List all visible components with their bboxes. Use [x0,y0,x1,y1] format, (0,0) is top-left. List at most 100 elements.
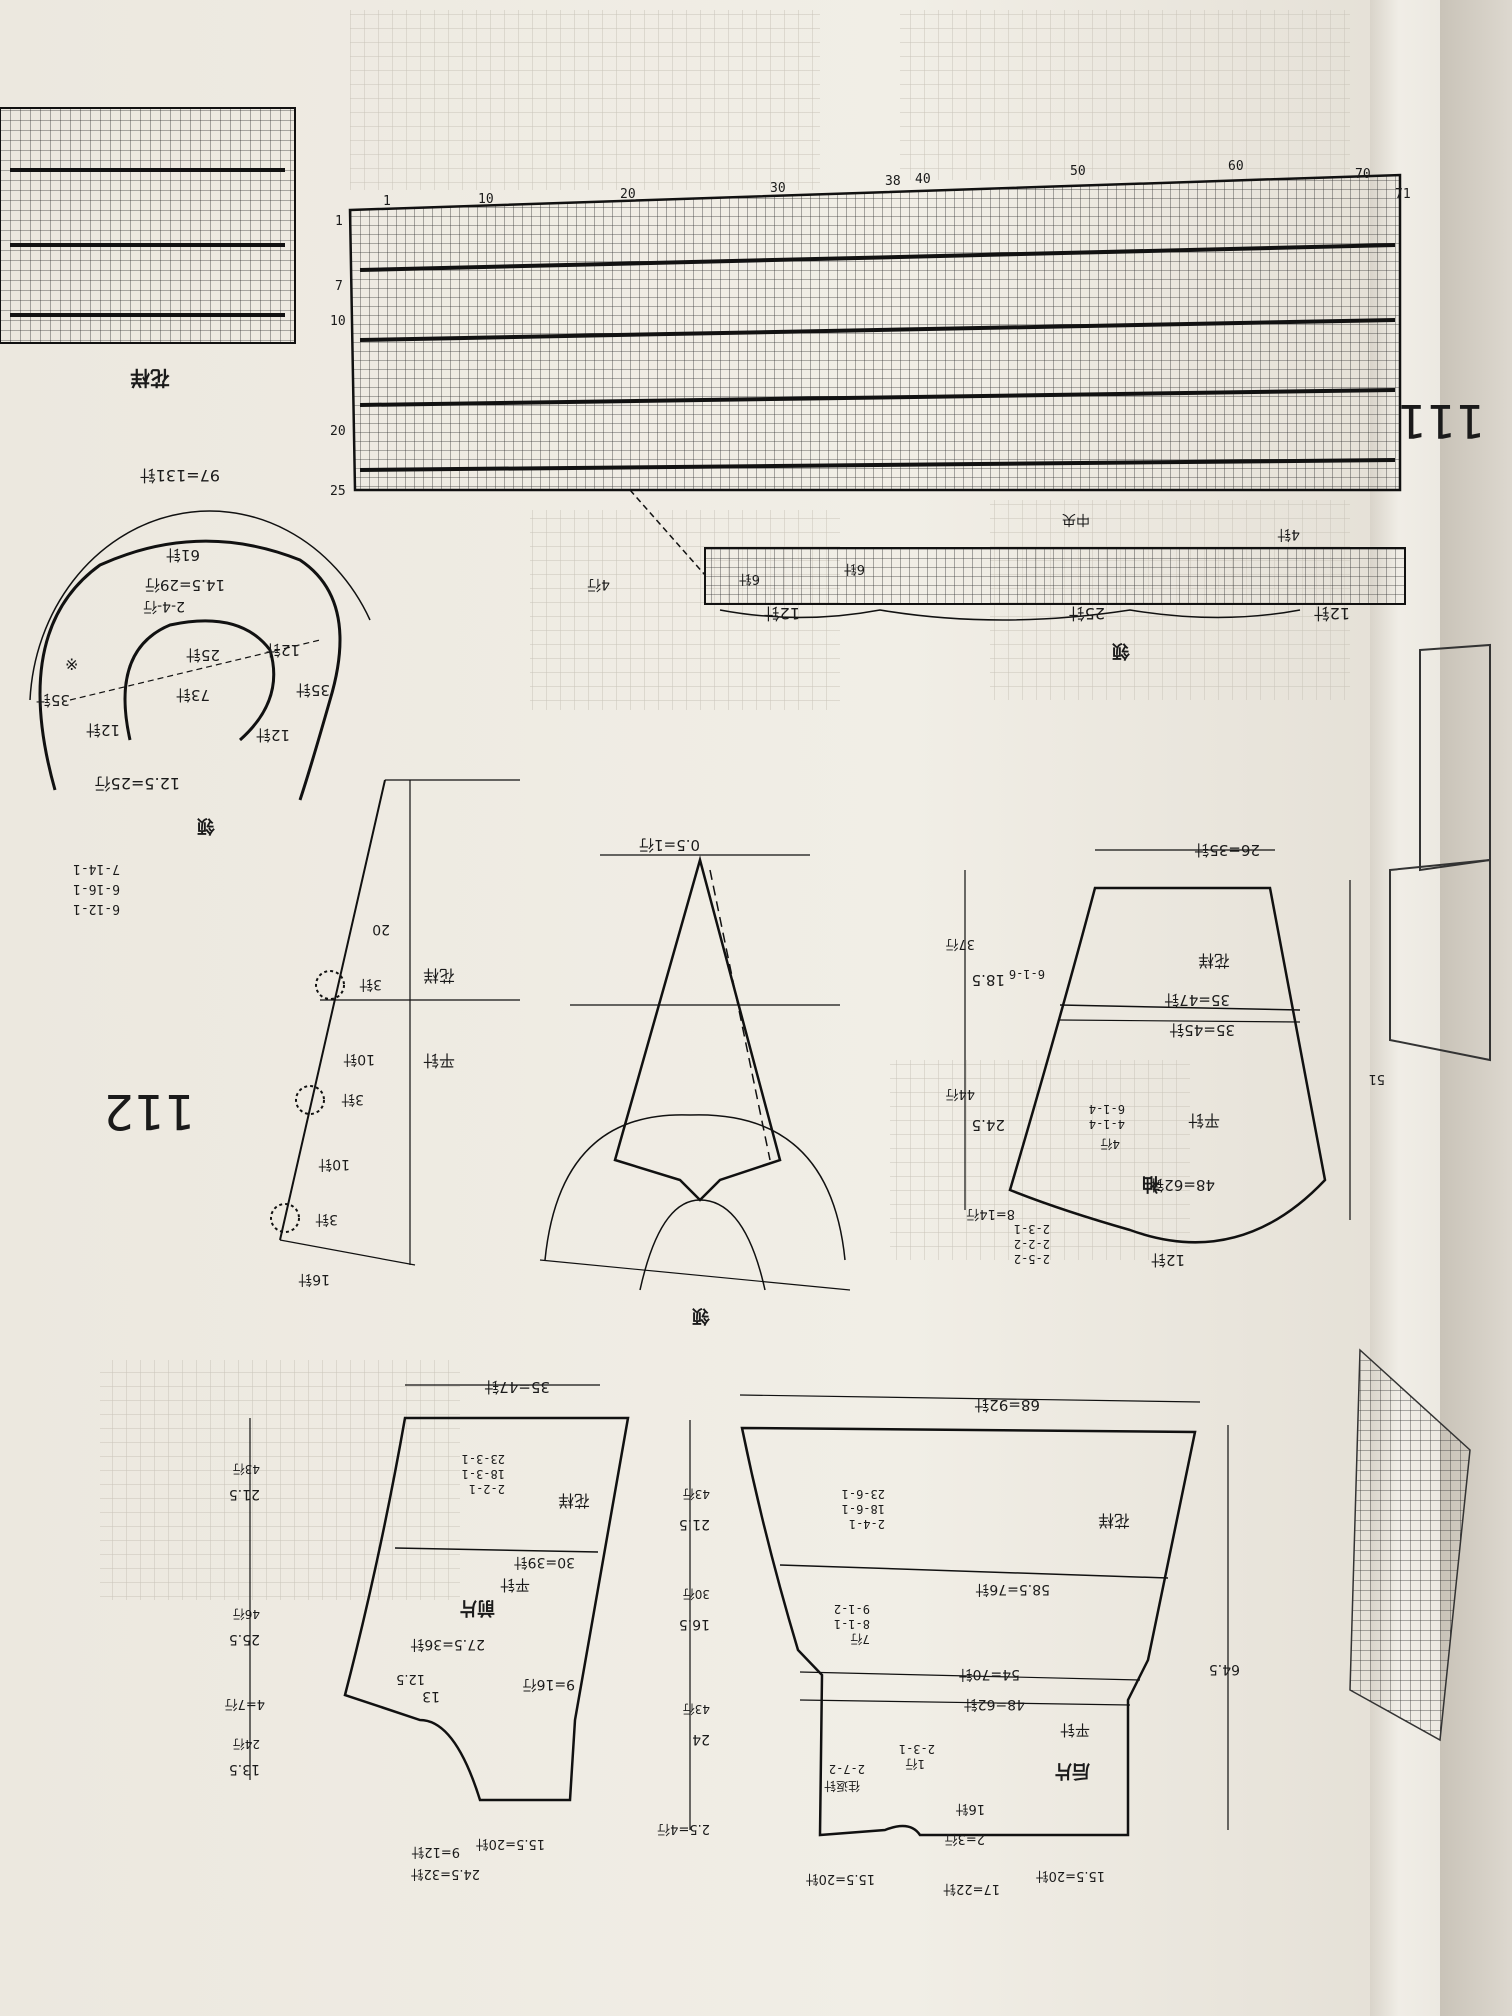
stitch-label: 花样 [423,966,455,985]
height-label: 16.5 [679,1616,710,1632]
count-label: 3针 [315,1211,338,1227]
count-label: 48=62针 [1149,1176,1215,1194]
count-label: 35=47针 [1164,991,1230,1009]
count-label: 4针 [1277,526,1300,542]
count-label: 35针 [36,691,70,709]
shaping-note: 18-6-1 [842,1502,885,1516]
shaping-note: 9-1-2 [834,1602,870,1616]
count-label: 15.5=20针 [1036,1868,1105,1883]
shaping-note: 7行 [850,1632,870,1646]
axis-label: 50 [1070,164,1086,179]
decrease-note: 7-14-1 [73,861,120,876]
stitch-label: 平针 [500,1576,530,1594]
count-label: 3针 [341,1091,364,1107]
stitch-label: 花样 [1198,951,1230,970]
count-label: 6针 [739,571,760,586]
axis-label: 10 [330,314,346,329]
count-label: 10针 [343,1051,375,1067]
height-label: 43行 [683,1487,710,1501]
count-label: 2-4-行 [143,598,185,614]
pattern-label: 花样 [130,366,170,390]
shaping-note: 23-6-1 [842,1487,885,1501]
pattern-chart-small: 花样 [0,107,296,390]
height-label: 13.5 [229,1761,260,1777]
shaping-note: 1行 [905,1757,925,1771]
count-label: 13 [422,1688,440,1704]
sleeve-label: 袖 [1142,1173,1160,1195]
page-number-right: 111 [1397,394,1485,448]
height-label: 37行 [945,936,975,951]
faint-chart [100,1360,460,1600]
shaping-note: 8-1-1 [834,1617,870,1631]
count-label: 3针 [359,976,382,992]
faint-chart [350,10,820,190]
count-label: 9=12针 [411,1844,460,1859]
count-label: 58.5=76针 [975,1581,1050,1597]
back-label: 后片 [1054,1760,1090,1782]
neck-label: 领 [197,815,215,837]
stitch-label: 花样 [1098,1511,1130,1530]
height-label: 43行 [683,1702,710,1716]
count-label: 61针 [166,546,200,564]
count-label: 26=35针 [1194,841,1260,859]
shaping-note: 6-1-6 [1009,967,1045,981]
collar-label: 领 [692,1305,710,1327]
height-label: 21.5 [679,1516,710,1532]
collar-piece-diagram: 0.5=1行 领 [539,836,851,1327]
front-piece-diagram: 35=47针 30=39针 27.5=36针 9=16行 13 12.5 21.… [225,1378,630,1881]
shaping-note: 2-2-2 [1014,1237,1050,1251]
count-label: 15.5=20针 [806,1871,875,1886]
height-label: 46行 [233,1607,260,1621]
count-label: 27.5=36针 [410,1636,485,1652]
facing-page-fragments [1349,643,1491,1742]
count-label: 20 [372,921,390,937]
count-label: 97=131针 [140,466,220,485]
faint-chart [890,1060,1190,1260]
height-label: 43行 [233,1462,260,1476]
stitch-label: 平针 [1188,1111,1220,1130]
shaping-note: 23-3-1 [462,1452,505,1466]
faint-chart [530,510,840,710]
axis-label: 38 [885,174,901,189]
count-label: 14.5=29行 [145,576,225,594]
collar-label: 领 [1112,640,1130,662]
axis-label: 10 [478,192,494,207]
decrease-note: 6-12-1 [73,901,120,916]
height-label: 24.5 [972,1116,1005,1134]
faint-chart [900,10,1350,180]
axis-label: 71 [1395,187,1411,202]
count-label: 12针 [1314,604,1350,623]
count-label: 15.5=20针 [476,1836,545,1851]
height-label: 2.5=4行 [657,1821,710,1836]
count-label: 12针 [86,721,120,739]
count-label: 4行 [587,576,610,592]
stitch-label: 平针 [1060,1721,1090,1739]
height-label: 21.5 [229,1486,260,1502]
shaping-note: 2-7-2 [829,1762,865,1776]
count-label: 54=70针 [959,1666,1020,1682]
axis-label: 20 [330,424,346,439]
count-label: 73针 [176,686,210,704]
shaping-note: 2-3-1 [899,1742,935,1756]
page-number-left: 112 [103,1083,195,1139]
front-band-diagram: 20 3针 10针 3针 10针 3针 16针 花样 平针 [270,779,520,1287]
page-gutter [1440,0,1512,2016]
shaping-note: 4-1-4 [1089,1117,1125,1131]
count-label: 16针 [298,1271,330,1287]
axis-label: 25 [330,484,346,499]
count-label: 16针 [955,1801,985,1816]
height-label: 44行 [945,1086,975,1101]
count-label: 12针 [256,726,290,744]
count-label: 10针 [318,1156,350,1172]
count-label: 25针 [1069,604,1105,623]
axis-label: 40 [915,172,931,187]
shaping-note: 4行 [1100,1137,1120,1151]
shaping-note: 2-5-2 [1014,1252,1050,1266]
shaping-note: 往返针 [824,1779,860,1794]
height-label: 4=7行 [225,1696,265,1711]
height-label: 64.5 [1209,1661,1240,1677]
front-label: 前片 [459,1597,495,1619]
height-label: 24 [692,1731,710,1747]
decrease-note: 6-16-1 [73,881,120,896]
